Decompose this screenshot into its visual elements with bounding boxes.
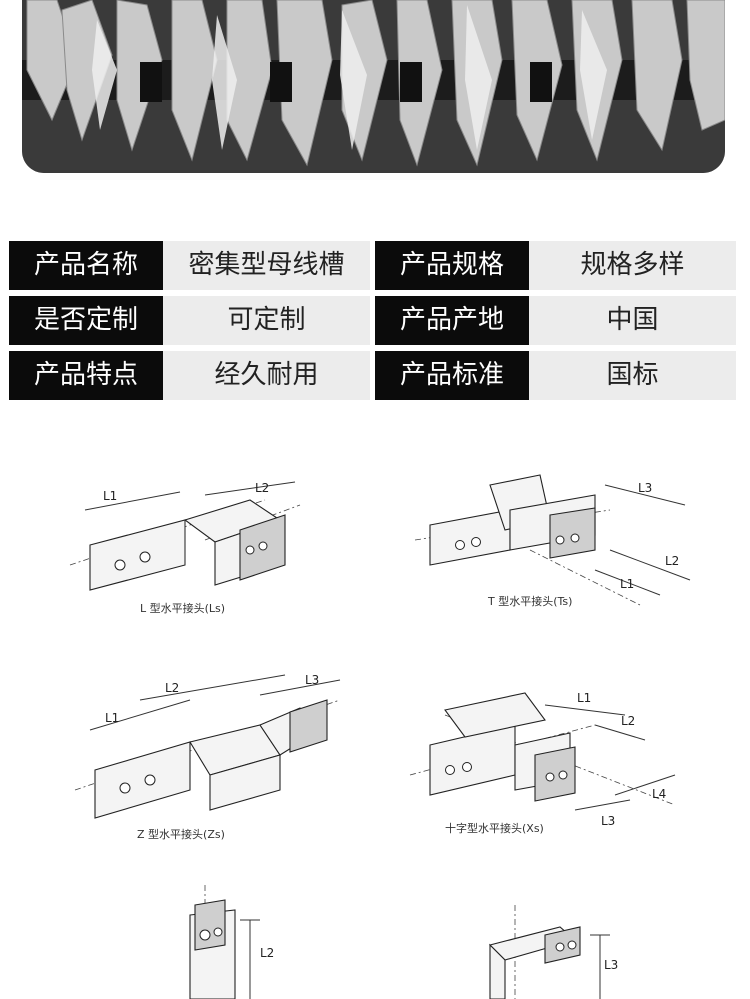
dimension-label: L3	[638, 481, 652, 495]
dimension-label: L1	[577, 691, 591, 705]
spec-label: 产品名称	[9, 241, 163, 290]
spec-value: 密集型母线槽	[163, 241, 370, 290]
vertical-joint-diagram-1: L2	[189, 885, 274, 999]
dimension-label: L3	[305, 673, 319, 687]
t-joint-diagram: L3 L2 L1 T 型水平接头(Ts)	[414, 474, 691, 608]
dimension-label: L1	[105, 711, 119, 725]
dimension-label: L1	[620, 577, 634, 591]
dimension-label: L3	[604, 958, 618, 972]
diagram-caption: L 型水平接头(Ls)	[140, 601, 225, 615]
spec-row: 产品名称 密集型母线槽 产品规格 规格多样	[9, 241, 739, 290]
l-joint-diagram: L1 L2 L 型水平接头(Ls)	[69, 481, 301, 615]
spec-value: 中国	[529, 296, 736, 345]
spec-value: 规格多样	[529, 241, 736, 290]
spec-label: 产品规格	[375, 241, 529, 290]
spec-label: 产品标准	[375, 351, 529, 400]
diagram-caption: 十字型水平接头(Xs)	[445, 821, 544, 835]
vertical-joint-diagram-2: L3	[488, 905, 618, 999]
dimension-label: L2	[621, 714, 635, 728]
spec-label: 产品特点	[9, 351, 163, 400]
spec-value: 经久耐用	[163, 351, 370, 400]
spec-label: 是否定制	[9, 296, 163, 345]
spec-row: 产品特点 经久耐用 产品标准 国标	[9, 351, 739, 400]
dimension-label: L2	[665, 554, 679, 568]
product-photo	[22, 0, 725, 173]
spec-value: 国标	[529, 351, 736, 400]
spec-label: 产品产地	[375, 296, 529, 345]
spec-value: 可定制	[163, 296, 370, 345]
busbar-photo-illustration	[22, 0, 725, 173]
diagram-caption: Z 型水平接头(Zs)	[137, 827, 225, 841]
dimension-label: L2	[260, 946, 274, 960]
dimension-label: L2	[165, 681, 179, 695]
dimension-label: L3	[601, 814, 615, 828]
z-joint-diagram: L2 L1 L3 Z 型水平接头(Zs)	[74, 673, 341, 841]
spec-row: 是否定制 可定制 产品产地 中国	[9, 296, 739, 345]
dimension-label: L4	[652, 787, 666, 801]
diagram-caption: T 型水平接头(Ts)	[487, 594, 572, 608]
x-joint-diagram: L1 L2 L4 L3 十字型水平接头(Xs)	[409, 691, 676, 835]
dimension-label: L1	[103, 489, 117, 503]
dimension-label: L2	[255, 481, 269, 495]
